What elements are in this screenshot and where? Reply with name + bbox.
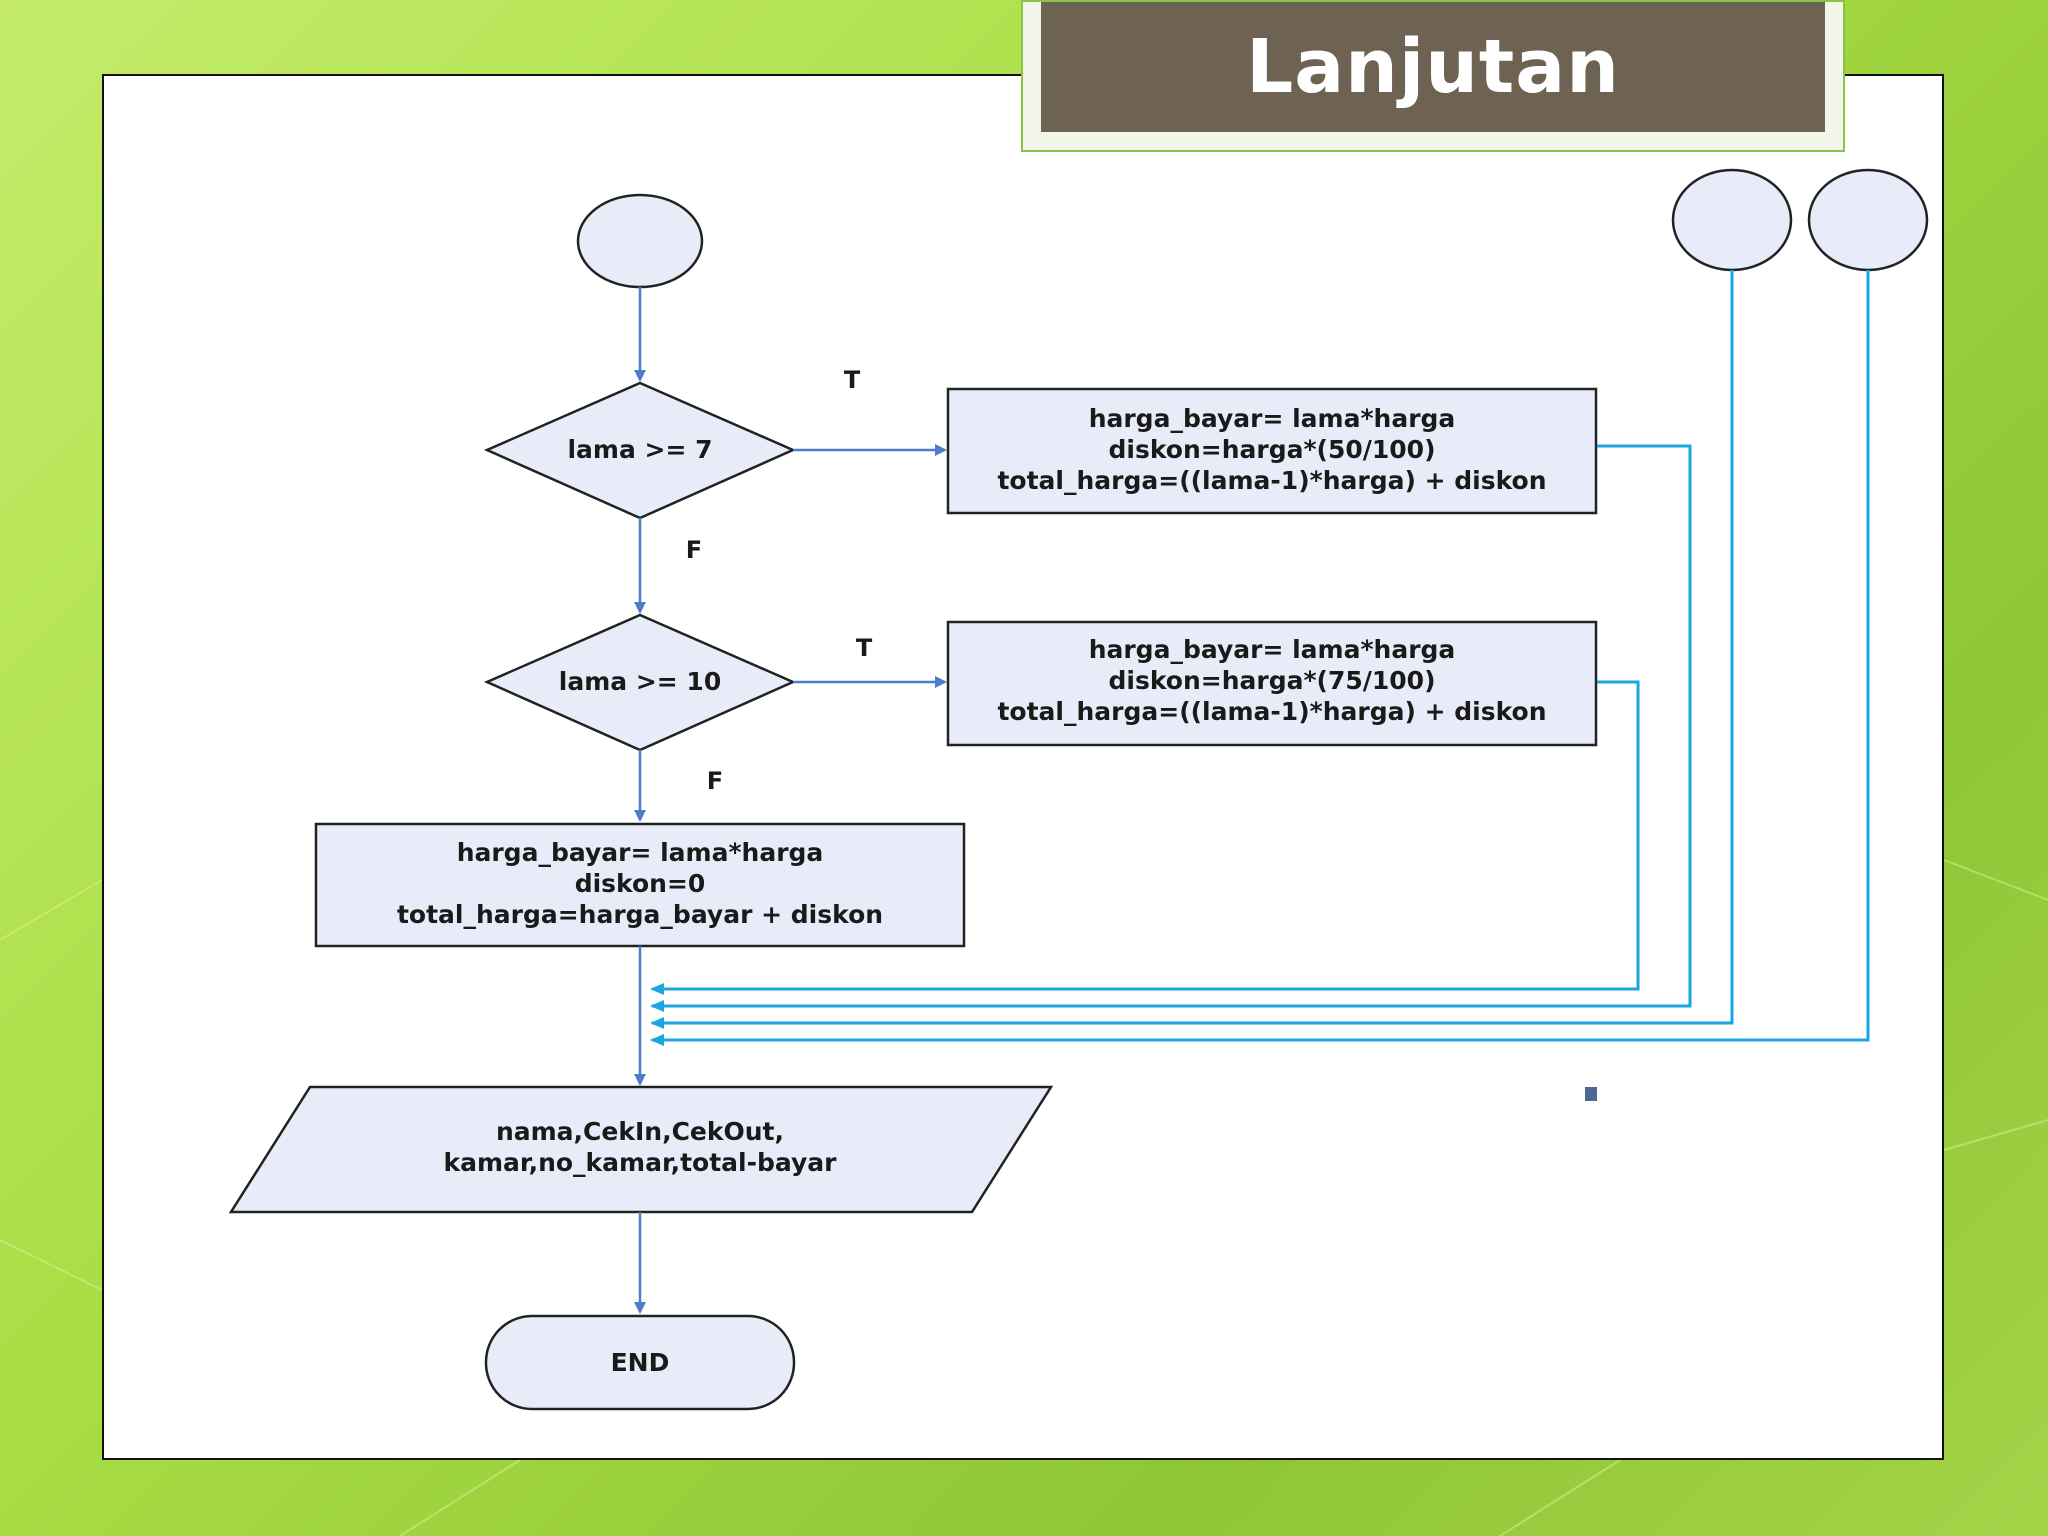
end-label: END <box>611 1348 670 1377</box>
process-1-line-1: harga_bayar= lama*harga <box>1089 404 1456 433</box>
title-box: Lanjutan <box>1021 0 1845 152</box>
decision-2-label: lama >= 10 <box>559 667 721 696</box>
process-1: harga_bayar= lama*harga diskon=harga*(50… <box>946 387 1598 515</box>
process-3-line-2: diskon=0 <box>575 869 706 898</box>
connector-process-2-to-merge <box>650 680 1640 995</box>
decision-2-false-label: F <box>707 767 723 795</box>
process-3-line-3: total_harga=harga_bayar + diskon <box>397 900 883 929</box>
decision-1-label: lama >= 7 <box>567 435 712 464</box>
connector-off-page-2-to-merge <box>650 270 1870 1046</box>
slide-title: Lanjutan <box>1246 24 1620 110</box>
connector-process-1-to-merge <box>650 444 1692 1012</box>
connector-off-page-1-to-merge <box>650 270 1734 1029</box>
decision-1: lama >= 7 <box>483 381 797 520</box>
process-1-line-2: diskon=harga*(50/100) <box>1108 435 1435 464</box>
decision-2: lama >= 10 <box>483 613 797 752</box>
process-1-line-3: total_harga=((lama-1)*harga) + diskon <box>997 466 1546 495</box>
off-page-connector-1 <box>1671 168 1793 272</box>
title-inner: Lanjutan <box>1041 2 1825 132</box>
decision-2-true-label: T <box>856 634 873 662</box>
process-2-line-2: diskon=harga*(75/100) <box>1108 666 1435 695</box>
process-3-line-1: harga_bayar= lama*harga <box>457 838 824 867</box>
process-3: harga_bayar= lama*harga diskon=0 total_h… <box>314 822 966 948</box>
process-2-line-1: harga_bayar= lama*harga <box>1089 635 1456 664</box>
decision-1-false-label: F <box>686 536 702 564</box>
output-line-1: nama,CekIn,CekOut, <box>496 1117 784 1146</box>
process-2: harga_bayar= lama*harga diskon=harga*(75… <box>946 620 1598 747</box>
off-page-connector-2 <box>1807 168 1929 272</box>
output-line-2: kamar,no_kamar,total-bayar <box>444 1148 838 1177</box>
marker-square <box>1585 1087 1597 1101</box>
output-data: nama,CekIn,CekOut, kamar,no_kamar,total-… <box>228 1085 1054 1214</box>
process-2-line-3: total_harga=((lama-1)*harga) + diskon <box>997 697 1546 726</box>
start-connector <box>576 193 704 289</box>
end-terminator: END <box>484 1314 796 1411</box>
decision-1-true-label: T <box>844 366 861 394</box>
